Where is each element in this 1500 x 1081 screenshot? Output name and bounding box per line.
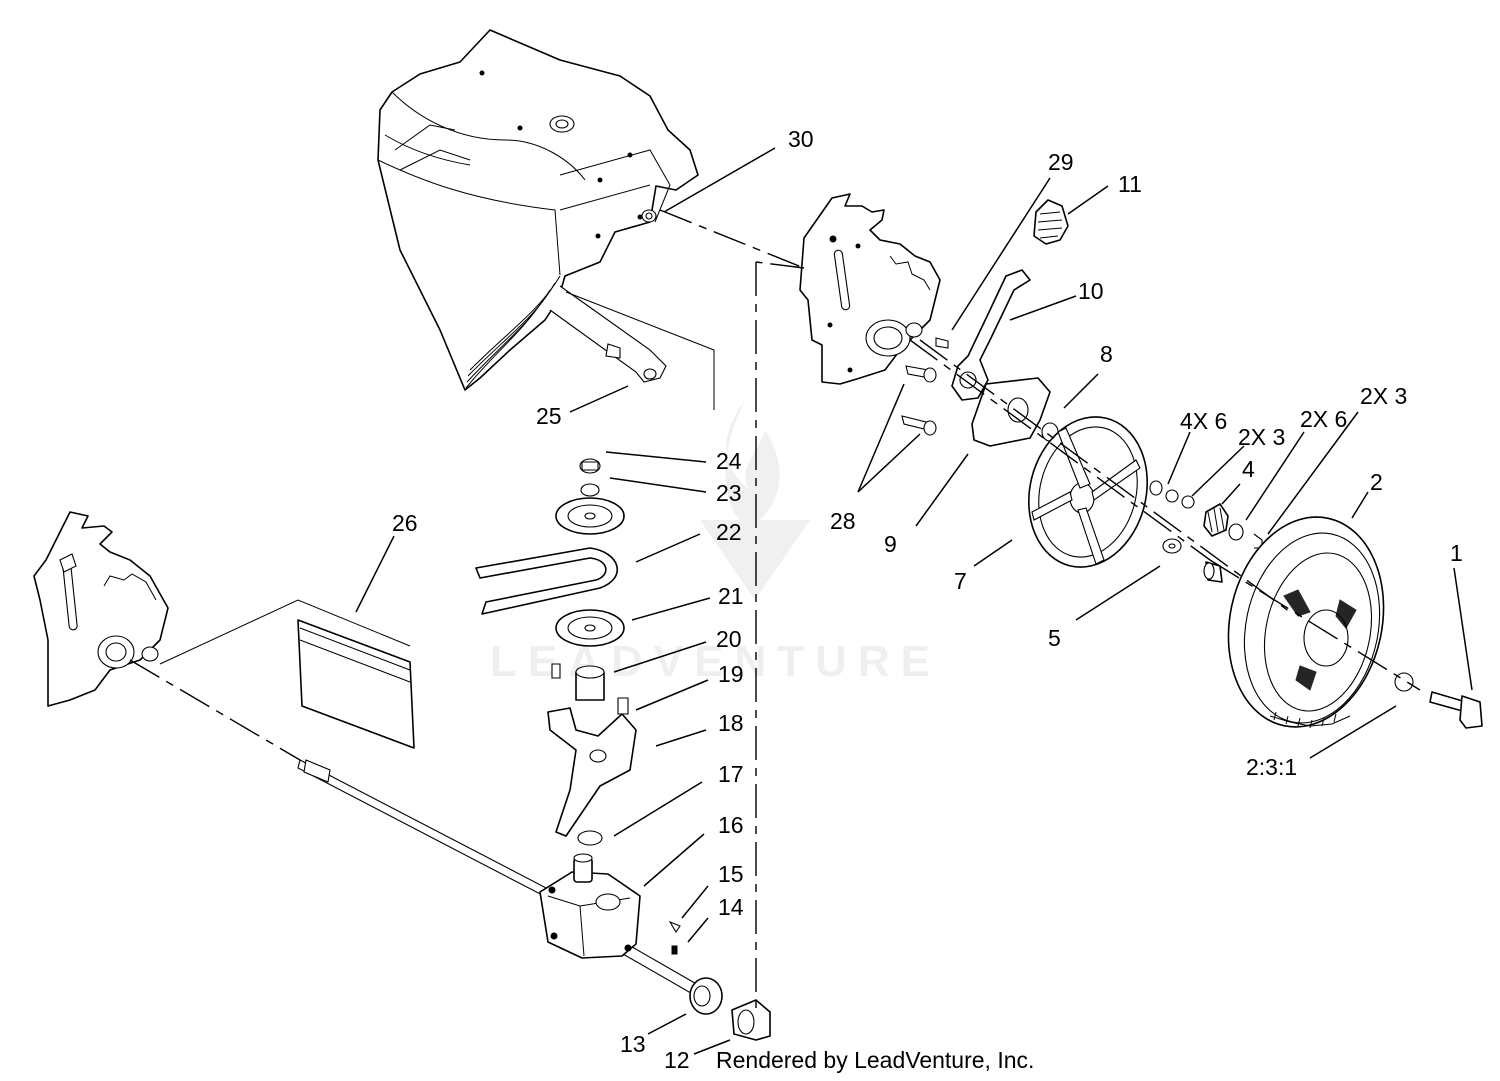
axle-hardware	[1149, 480, 1263, 583]
left-height-plate	[33, 511, 169, 707]
callout-23: 23	[716, 480, 742, 506]
leader-lines	[355, 147, 1473, 1055]
drive-axle	[297, 759, 701, 997]
callout-4: 4	[1242, 456, 1255, 482]
nut-30	[641, 209, 657, 223]
callout-12: 12	[664, 1047, 690, 1073]
bolts-28	[901, 337, 949, 436]
callout-2x3-outer: 2X 3	[1360, 383, 1407, 409]
callout-11: 11	[1118, 171, 1142, 197]
transmission-16	[539, 853, 641, 959]
callout-24: 24	[716, 448, 742, 474]
callout-8: 8	[1100, 341, 1113, 367]
callout-labels: 30 29 11 10 8 4X 6 2X 3 2X 6 2X 3 4 2 1 …	[392, 126, 1463, 1073]
rear-wheel-2	[1227, 516, 1385, 729]
bushings-12-13	[668, 920, 771, 1041]
callout-15: 15	[718, 861, 744, 887]
wheel-hubcap-7	[1027, 416, 1149, 568]
pulley-stack	[475, 458, 637, 846]
callout-22: 22	[716, 519, 742, 545]
callout-2x3-upper: 2X 3	[1238, 424, 1285, 450]
mower-deck-housing	[377, 29, 699, 391]
watermark-flame-logo	[700, 400, 810, 600]
callout-29: 29	[1048, 149, 1074, 175]
height-adjust-lever	[951, 199, 1069, 401]
callout-19: 19	[718, 661, 744, 687]
callout-20: 20	[716, 626, 742, 652]
callout-10: 10	[1078, 278, 1104, 304]
callout-9: 9	[884, 531, 897, 557]
callout-5: 5	[1048, 625, 1061, 651]
callout-2-3-1: 2:3:1	[1246, 754, 1297, 780]
render-credit: Rendered by LeadVenture, Inc.	[716, 1047, 1034, 1073]
callout-25: 25	[536, 403, 562, 429]
callout-4x6: 4X 6	[1180, 408, 1227, 434]
callout-28: 28	[830, 508, 856, 534]
callout-21: 21	[718, 583, 744, 609]
callout-2: 2	[1370, 469, 1383, 495]
rear-baffle-26	[159, 599, 415, 749]
callout-26: 26	[392, 510, 418, 536]
callout-16: 16	[718, 812, 744, 838]
axle-rod-25	[549, 285, 715, 410]
axis-lines	[129, 209, 1421, 1010]
callout-7: 7	[954, 568, 967, 594]
callout-1: 1	[1450, 540, 1463, 566]
wheel-bolt-1	[1394, 672, 1483, 729]
callout-13: 13	[620, 1031, 646, 1057]
right-height-plate	[799, 193, 941, 385]
callout-14: 14	[718, 894, 744, 920]
callout-18: 18	[718, 710, 744, 736]
callout-30: 30	[788, 126, 814, 152]
callout-17: 17	[718, 761, 744, 787]
watermark-text: LEADVENTURE	[490, 637, 941, 686]
callout-2x6: 2X 6	[1300, 406, 1347, 432]
leadventure-watermark: LEADVENTURE	[490, 400, 941, 686]
